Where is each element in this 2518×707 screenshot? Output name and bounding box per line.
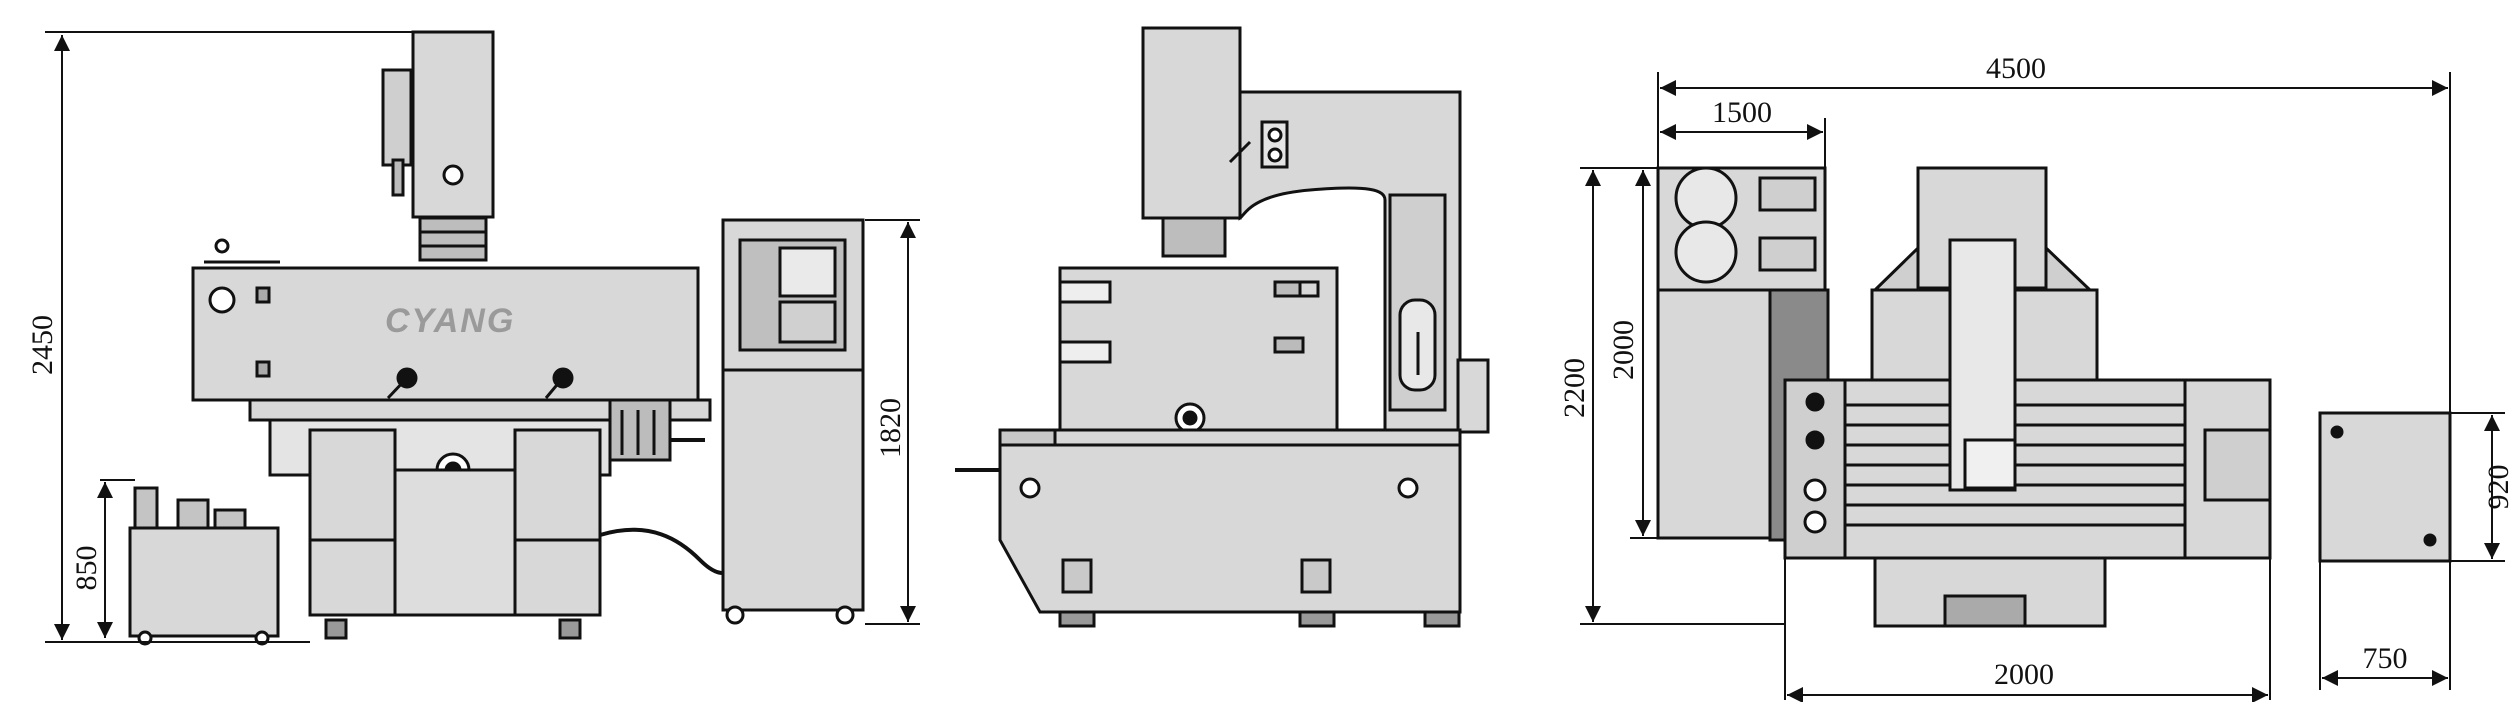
dim-plan-depth: 2200 <box>1558 358 1591 418</box>
dim-front-height: 2450 <box>26 315 59 375</box>
plan-dimension-lines <box>1580 72 2505 703</box>
dim-cabinet-depth: 920 <box>2482 465 2515 510</box>
front-view <box>128 30 865 646</box>
dim-cabinet-height: 1820 <box>874 398 907 458</box>
dim-control-width: 1500 <box>1712 96 1772 129</box>
side-view <box>955 26 1490 628</box>
dim-control-depth: 2000 <box>1607 320 1640 380</box>
dim-machine-width: 2000 <box>1994 658 2054 691</box>
dim-cabinet-width: 750 <box>2363 642 2408 675</box>
plan-view <box>1656 166 2452 628</box>
brand-logo: CYANG <box>385 302 515 340</box>
front-dimension-lines <box>45 31 920 643</box>
dim-tank-height: 850 <box>70 546 103 591</box>
dim-plan-width: 4500 <box>1986 52 2046 85</box>
